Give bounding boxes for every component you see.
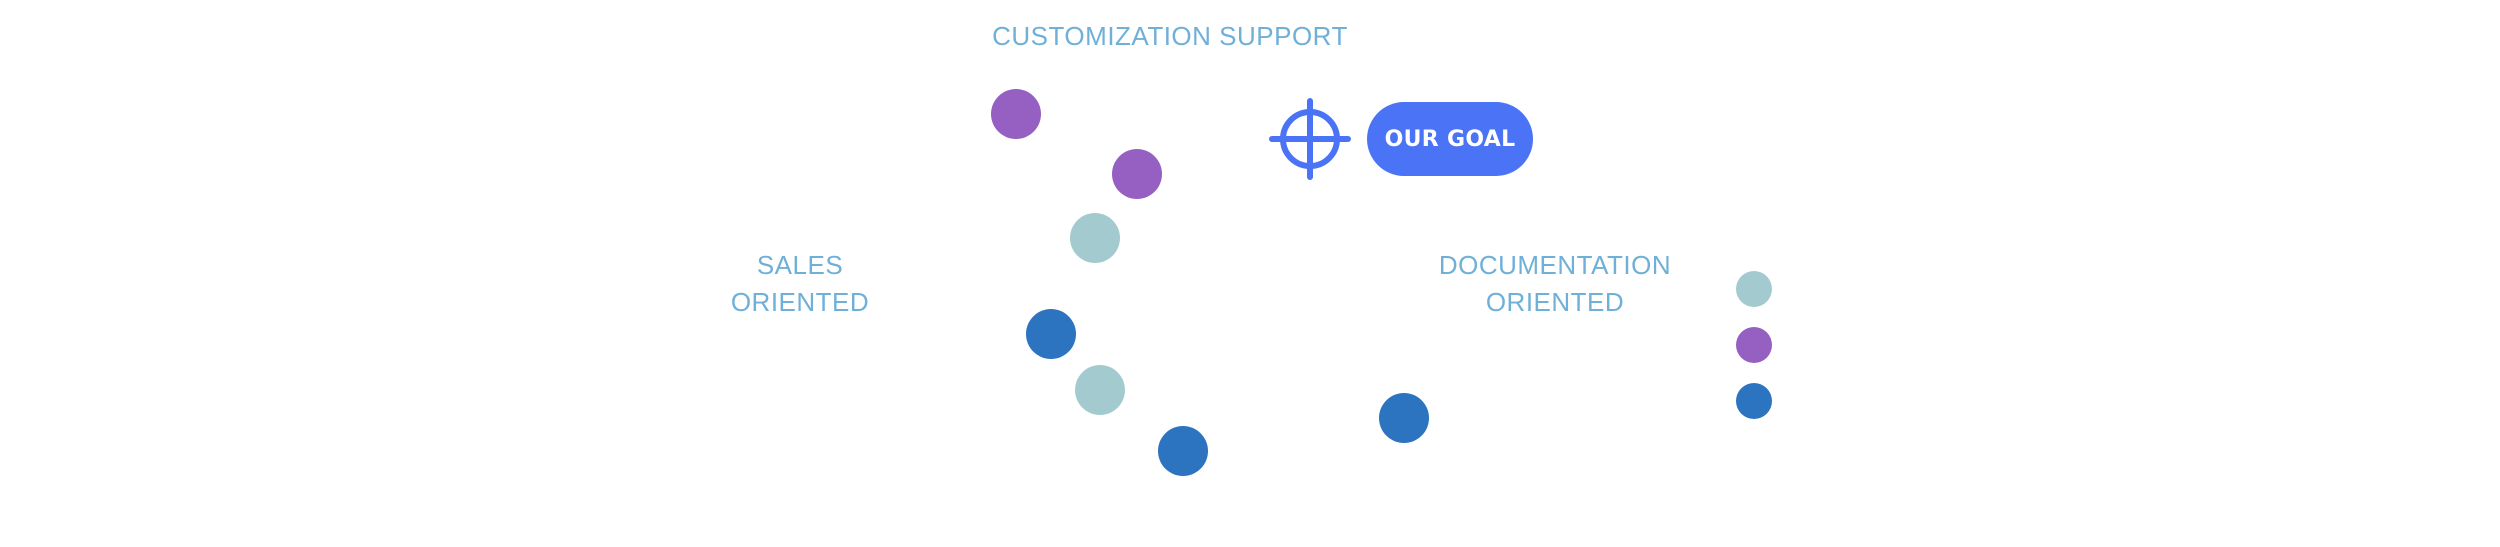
label-left-line1: SALES: [756, 250, 844, 280]
dot-teal-1: [1070, 213, 1120, 263]
dot-blue-1: [1026, 309, 1076, 359]
label-top-text: CUSTOMIZATION SUPPORT: [992, 21, 1348, 51]
label-left-line2: ORIENTED: [730, 287, 870, 317]
dot-teal-2: [1075, 365, 1125, 415]
label-customization-support: CUSTOMIZATION SUPPORT: [960, 18, 1380, 55]
label-right-line1: DOCUMENTATION: [1438, 250, 1672, 280]
legend-dot-teal: [1736, 271, 1772, 307]
legend-dot-purple: [1736, 327, 1772, 363]
label-documentation-oriented: DOCUMENTATION ORIENTED: [1430, 247, 1680, 321]
crosshair-target-icon: [1269, 98, 1351, 180]
dot-purple-2: [1112, 149, 1162, 199]
label-sales-oriented: SALES ORIENTED: [690, 247, 910, 321]
our-goal-badge: OUR GOAL: [1367, 102, 1533, 176]
label-right-line2: ORIENTED: [1485, 287, 1625, 317]
legend-dot-blue: [1736, 383, 1772, 419]
dot-blue-2: [1158, 426, 1208, 476]
dot-blue-3: [1379, 393, 1429, 443]
our-goal-label: OUR GOAL: [1384, 126, 1516, 152]
dot-purple-1: [991, 89, 1041, 139]
